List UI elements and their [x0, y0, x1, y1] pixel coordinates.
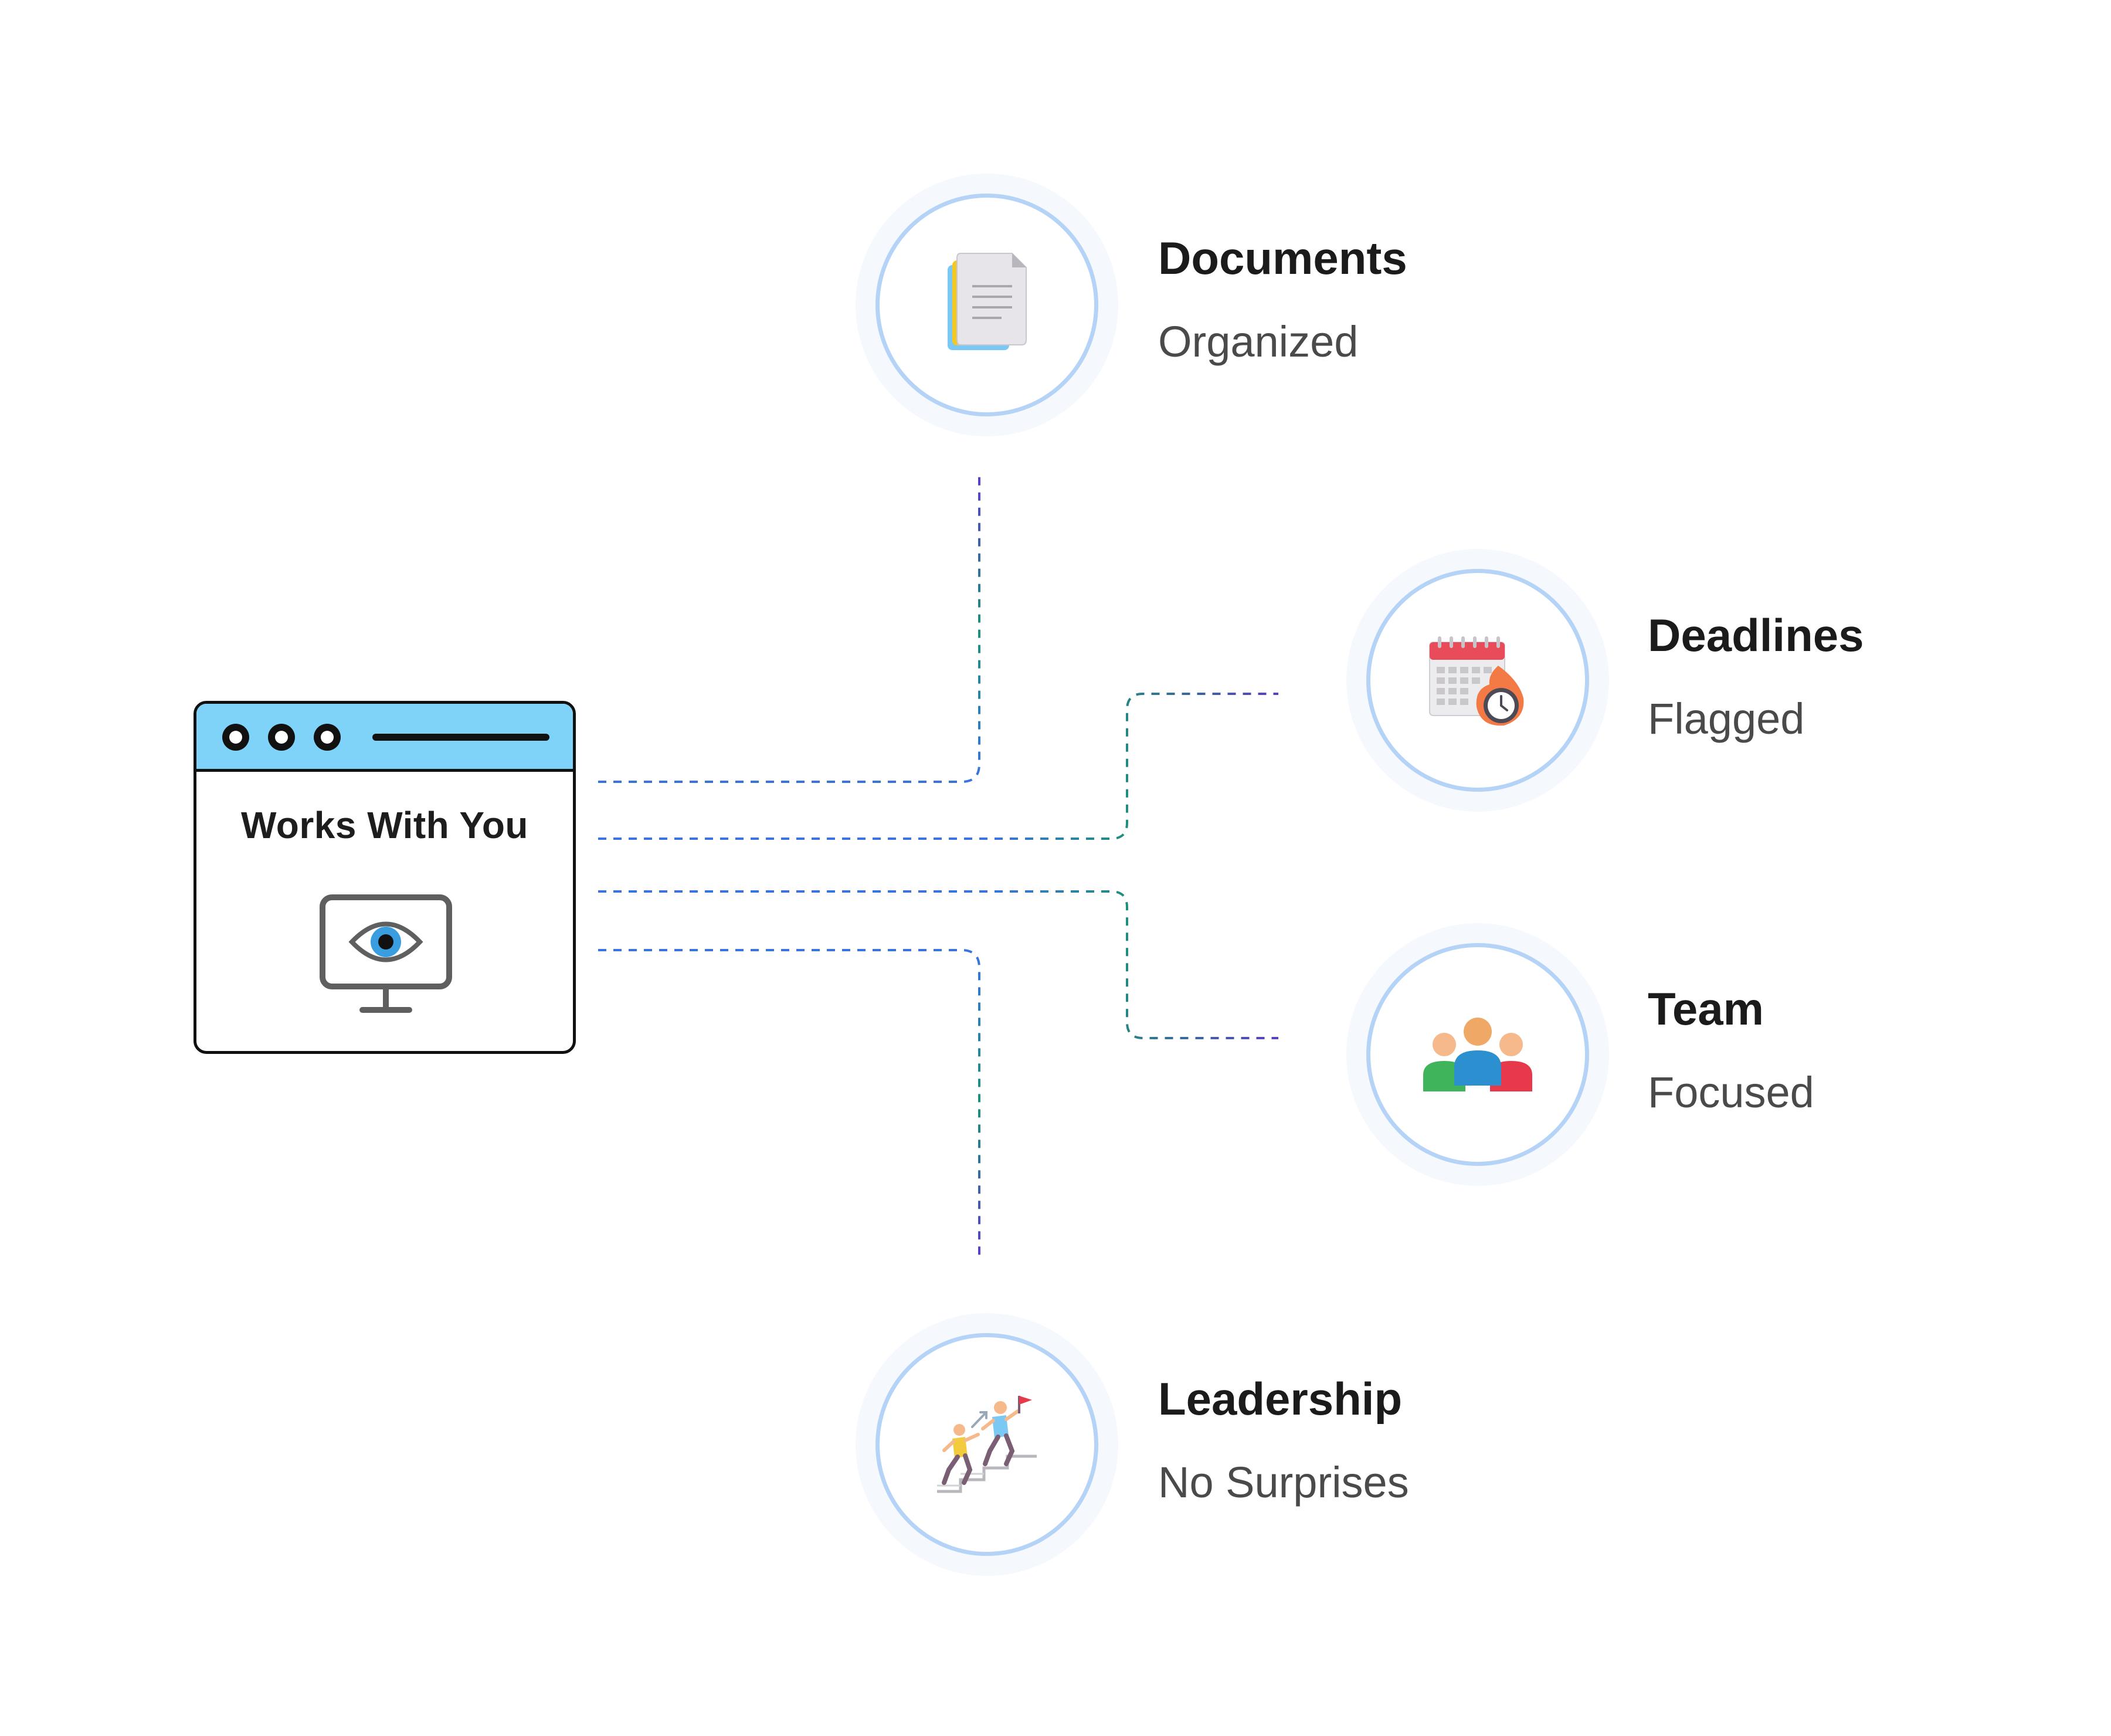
node-deadlines-circle [1366, 569, 1589, 792]
window-title-bar [196, 704, 573, 772]
window-control-dot [222, 724, 249, 751]
node-team-circle [1366, 943, 1589, 1166]
window-control-dot [314, 724, 341, 751]
calendar-clock-icon [1429, 636, 1524, 726]
leadership-stairs-icon [937, 1396, 1037, 1493]
window-address-bar [372, 734, 549, 741]
node-team-subtitle: Focused [1648, 1068, 1814, 1117]
node-leadership-subtitle: No Surprises [1158, 1458, 1409, 1507]
connector-team [598, 890, 1278, 1039]
node-leadership-circle [875, 1333, 1098, 1556]
node-deadlines-title: Deadlines [1648, 609, 1864, 661]
node-team-title: Team [1648, 983, 1764, 1035]
connector-leadership [598, 949, 980, 1258]
node-leadership-title: Leadership [1158, 1373, 1403, 1425]
node-documents-circle [875, 194, 1098, 416]
source-label: Works With You [241, 804, 528, 846]
node-documents-title: Documents [1158, 232, 1407, 284]
node-documents-subtitle: Organized [1158, 317, 1359, 366]
monitor-eye-icon [320, 894, 452, 1013]
node-deadlines-subtitle: Flagged [1648, 694, 1805, 743]
source-window: Works With You [194, 701, 576, 1054]
window-control-dot [268, 724, 295, 751]
connector-documents [598, 475, 980, 783]
team-icon [1423, 1018, 1532, 1091]
connector-deadlines [598, 693, 1278, 840]
documents-icon [948, 253, 1027, 350]
